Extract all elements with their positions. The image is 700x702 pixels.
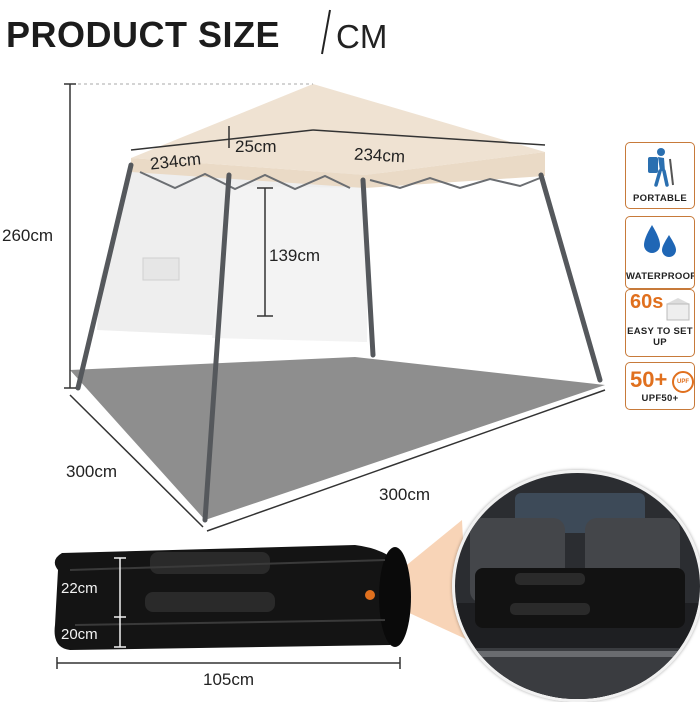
dimension-bag-length: 105cm [203,670,255,689]
side-wall-window [142,257,180,281]
feature-label: WATERPROOF [626,271,695,282]
feature-badge-portable: PORTABLE [625,142,695,209]
truss-frame [139,171,541,191]
hiker-icon [626,143,694,191]
feature-label: PORTABLE [633,193,687,204]
dimension-base-width: 300cm [379,485,431,504]
dimension-bag-lower: 20cm [61,626,98,643]
dimension-base-depth: 300cm [66,462,118,481]
bag-height-lines [114,557,126,648]
page-title: PRODUCT SIZE [6,14,281,55]
feature-badge-setup: 60s EASY TO SET UP [625,289,695,357]
bag-strap-bottom [145,592,275,612]
dimension-bag-upper: 22cm [61,580,98,597]
feature-label: EASY TO SET UP [627,326,693,348]
dimension-height-total: 260cm [2,226,54,245]
dimension-wall-height: 139cm [269,246,321,265]
setup-time: 60s [630,291,664,313]
bag-length-line [56,657,401,669]
callout-cone [370,520,468,640]
water-drops-icon [626,217,694,265]
feature-badge-upf: 50+ UPF UPF50+ [625,362,695,410]
ground-shadow [70,357,605,520]
bag-strap-top [150,552,270,574]
canopy-valance [131,152,545,188]
feature-badge-waterproof: WATERPROOF [625,216,695,289]
dimension-lines [64,83,606,532]
title-divider [321,9,331,55]
sun-protection-icon: 50+ UPF [626,363,694,393]
car-trunk-inset [452,470,700,702]
upf-value: 50+ [630,367,668,392]
feature-label: UPF50+ [641,393,679,404]
setup-icon: 60s [626,290,694,326]
canopy-roof [131,84,545,175]
unit-label: CM [336,18,388,55]
upf-sun-badge: UPF [672,371,694,393]
dimension-eave: 25cm [235,137,277,156]
tent-legs [75,162,603,523]
bag-zipper-pull [365,590,375,600]
